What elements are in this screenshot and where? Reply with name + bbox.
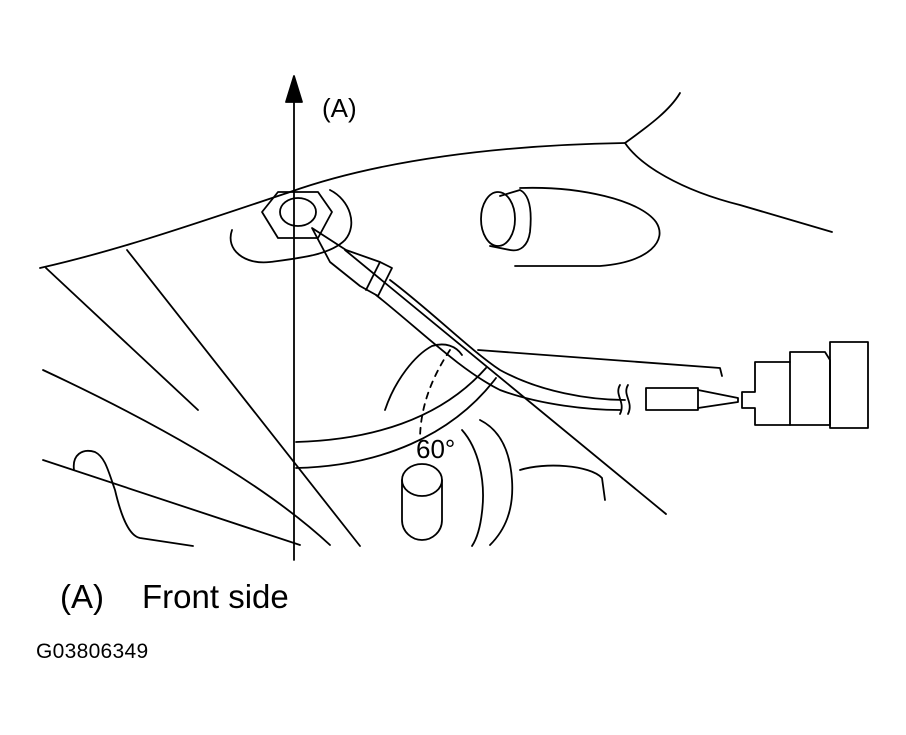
middle-housing-curve xyxy=(479,419,514,546)
sensor-hex-nut xyxy=(261,191,333,239)
upper-cylinder-housing xyxy=(514,186,661,267)
angle-arc-outer xyxy=(295,367,487,443)
frame-line-1 xyxy=(45,267,199,411)
frame-line-2 xyxy=(126,249,361,547)
sensor-lead-boot-ring xyxy=(365,261,381,291)
angle-arc-dashed xyxy=(419,349,451,441)
sensor-cable-upper xyxy=(389,279,626,401)
arrow-label: (A) xyxy=(322,93,357,123)
lower-cylinder-top xyxy=(401,463,443,497)
angle-arc-inner xyxy=(295,377,497,469)
lower-bracket xyxy=(72,450,194,547)
middle-housing-edge xyxy=(477,349,723,377)
frame-line-4 xyxy=(42,459,301,546)
cable-break-mark-2 xyxy=(625,384,631,415)
angle-label: 60° xyxy=(416,434,456,464)
middle-housing-bracket xyxy=(384,343,463,411)
knock-sensor xyxy=(261,191,393,297)
reference-line xyxy=(344,249,667,515)
cable-terminal xyxy=(645,387,699,411)
connector-body xyxy=(741,351,831,426)
sensor-bolt-head xyxy=(279,197,317,227)
terminal-taper xyxy=(697,389,739,409)
upper-housing-outline xyxy=(624,92,681,144)
front-direction-arrow-head xyxy=(285,75,303,103)
upper-cylinder xyxy=(480,186,661,267)
sensor-connector xyxy=(741,341,869,429)
cable-break-mark xyxy=(617,384,623,415)
lower-flange xyxy=(519,464,606,501)
lower-cylinder-body xyxy=(401,479,443,541)
legend: (A) Front side xyxy=(60,580,289,613)
connector-housing xyxy=(829,341,869,429)
lower-cylinder xyxy=(401,463,443,541)
legend-key: (A) xyxy=(60,578,104,615)
figure-id: G03806349 xyxy=(36,640,149,663)
frame-line-3 xyxy=(42,369,331,546)
upper-housing-edge xyxy=(624,142,833,233)
sensor-boss xyxy=(229,189,353,264)
middle-housing-curve-2 xyxy=(461,429,484,547)
sensor-cable-lower xyxy=(375,294,621,411)
legend-text: Front side xyxy=(142,578,289,615)
upper-cylinder-body xyxy=(489,189,532,252)
upper-cylinder-face xyxy=(480,191,516,247)
